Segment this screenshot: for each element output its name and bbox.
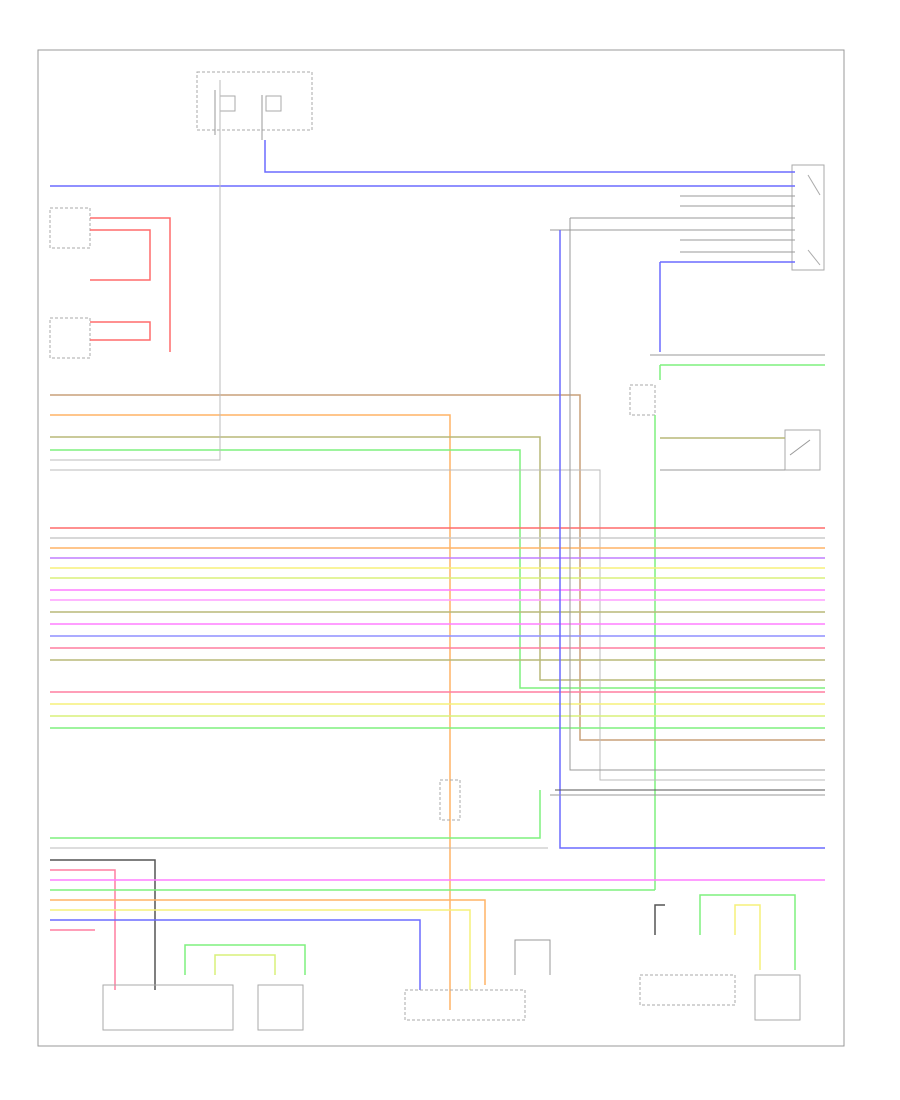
mid-right-switch — [629, 384, 821, 471]
left-sensor-red-wires — [90, 217, 171, 352]
center-vertical-wires — [550, 218, 825, 849]
top-right-connector — [791, 164, 825, 271]
main-wire-bus — [50, 527, 825, 729]
bottom-component-center — [404, 939, 551, 1021]
top-fuse-box — [196, 71, 313, 140]
mid-left-wires — [50, 80, 825, 1010]
diagram-frame — [37, 49, 845, 1047]
center-sensor — [439, 779, 461, 821]
bottom-component-left — [102, 944, 306, 1031]
right-green-wires — [650, 354, 825, 890]
top-blue-wires — [50, 140, 795, 352]
bottom-component-right — [639, 894, 801, 1021]
left-sensor-upper — [49, 207, 91, 359]
lower-wire-bus — [50, 790, 825, 990]
